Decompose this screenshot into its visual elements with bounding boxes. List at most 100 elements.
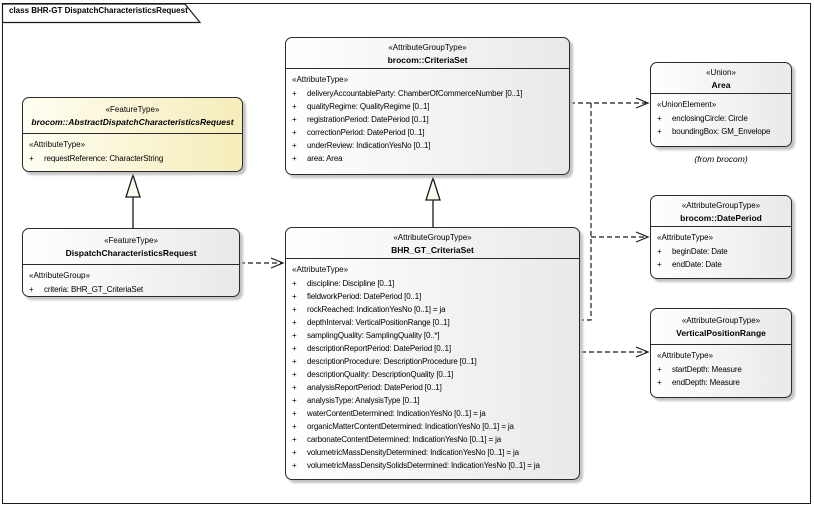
- attribute-text: beginDate: Date: [672, 247, 728, 256]
- generalization-arrow-dispatch-to-abstract: [125, 172, 141, 228]
- visibility-marker: +: [292, 422, 297, 431]
- attribute-row: + registrationPeriod: DatePeriod [0..1]: [286, 113, 566, 126]
- attribute-row: + organicMatterContentDetermined: Indica…: [286, 420, 576, 433]
- attribute-text: depthInterval: VerticalPositionRange [0.…: [307, 318, 450, 327]
- visibility-marker: +: [292, 102, 297, 111]
- attribute-text: requestReference: CharacterString: [44, 154, 164, 163]
- stereotype-label: «Union»: [706, 68, 736, 77]
- class-box-area[interactable]: «Union» Area «UnionElement» + enclosingC…: [650, 62, 792, 147]
- visibility-marker: +: [292, 154, 297, 163]
- attribute-row: + beginDate: Date: [651, 245, 788, 258]
- visibility-marker: +: [292, 115, 297, 124]
- attribute-row: + analysisReportPeriod: DatePeriod [0..1…: [286, 381, 576, 394]
- stereotype-label: «AttributeGroupType»: [681, 316, 761, 325]
- attribute-text: analysisReportPeriod: DatePeriod [0..1]: [307, 383, 442, 392]
- class-box-brocom-date-period[interactable]: «AttributeGroupType» brocom::DatePeriod …: [650, 195, 792, 279]
- visibility-marker: +: [292, 318, 297, 327]
- class-header: «Union» Area: [651, 63, 791, 94]
- attribute-row: + analysisType: AnalysisType [0..1]: [286, 394, 576, 407]
- diagram-title: class BHR-GT DispatchCharacteristicsRequ…: [9, 6, 188, 15]
- class-box-brocom-criteria-set[interactable]: «AttributeGroupType» brocom::CriteriaSet…: [285, 37, 570, 175]
- visibility-marker: +: [292, 396, 297, 405]
- attribute-text: volumetricMassDensityDetermined: Indicat…: [307, 448, 519, 457]
- visibility-marker: +: [657, 114, 662, 123]
- dependency-arrow-to-dateperiod: [591, 231, 650, 243]
- visibility-marker: +: [292, 89, 297, 98]
- attribute-row: + requestReference: CharacterString: [23, 152, 239, 165]
- visibility-marker: +: [292, 370, 297, 379]
- origin-note-area: (from brocom): [694, 154, 748, 164]
- visibility-marker: +: [292, 279, 297, 288]
- generalization-arrow-bhrgt-to-criteriaset: [425, 175, 441, 227]
- class-header: «AttributeGroupType» BHR_GT_CriteriaSet: [286, 228, 579, 259]
- stereotype-label: «AttributeGroupType»: [681, 201, 761, 210]
- class-header: «AttributeGroupType» brocom::CriteriaSet: [286, 38, 569, 69]
- attribute-text: descriptionReportPeriod: DatePeriod [0..…: [307, 344, 452, 353]
- attribute-text: area: Area: [307, 154, 343, 163]
- attribute-text: startDepth: Measure: [672, 365, 742, 374]
- visibility-marker: +: [292, 383, 297, 392]
- class-header: «FeatureType» brocom::AbstractDispatchCh…: [23, 98, 242, 134]
- class-name: DispatchCharacteristicsRequest: [65, 248, 197, 258]
- attribute-row: + underReview: IndicationYesNo [0..1]: [286, 139, 566, 152]
- attribute-row: + depthInterval: VerticalPositionRange […: [286, 316, 576, 329]
- visibility-marker: +: [292, 448, 297, 457]
- section-label: «AttributeType»: [292, 75, 349, 84]
- visibility-marker: +: [292, 344, 297, 353]
- stereotype-label: «AttributeGroupType»: [393, 233, 472, 242]
- class-header: «FeatureType» DispatchCharacteristicsReq…: [23, 229, 239, 265]
- attribute-text: waterContentDetermined: IndicationYesNo …: [307, 409, 486, 418]
- visibility-marker: +: [292, 357, 297, 366]
- attribute-row: + correctionPeriod: DatePeriod [0..1]: [286, 126, 566, 139]
- attribute-row: + boundingBox: GM_Envelope: [651, 125, 788, 138]
- attribute-row: + endDate: Date: [651, 258, 788, 271]
- class-box-bhr-gt-criteria-set[interactable]: «AttributeGroupType» BHR_GT_CriteriaSet …: [285, 227, 580, 480]
- attribute-compartment: «AttributeGroup» + criteria: BHR_GT_Crit…: [23, 265, 239, 296]
- attribute-compartment: «AttributeType» + requestReference: Char…: [23, 134, 242, 165]
- attribute-text: analysisType: AnalysisType [0..1]: [307, 396, 420, 405]
- attribute-text: enclosingCircle: Circle: [672, 114, 748, 123]
- visibility-marker: +: [292, 409, 297, 418]
- attribute-row: + samplingQuality: SamplingQuality [0..*…: [286, 329, 576, 342]
- dependency-arrow-bhrgt-to-verticalpositionrange: [581, 346, 650, 358]
- stereotype-label: «AttributeGroupType»: [388, 43, 467, 52]
- class-name: brocom::DatePeriod: [680, 213, 762, 223]
- attribute-text: carbonateContentDetermined: IndicationYe…: [307, 435, 502, 444]
- visibility-marker: +: [292, 331, 297, 340]
- attribute-row: + descriptionQuality: DescriptionQuality…: [286, 368, 576, 381]
- section-label: «AttributeType»: [657, 233, 714, 242]
- class-box-dispatch-characteristics-request[interactable]: «FeatureType» DispatchCharacteristicsReq…: [22, 228, 240, 297]
- section-label: «AttributeType»: [29, 140, 86, 149]
- attribute-row: + volumetricMassDensitySolidsDetermined:…: [286, 459, 576, 472]
- attribute-row: + deliveryAccountableParty: ChamberOfCom…: [286, 87, 566, 100]
- attribute-row: + volumetricMassDensityDetermined: Indic…: [286, 446, 576, 459]
- visibility-marker: +: [292, 128, 297, 137]
- attribute-text: correctionPeriod: DatePeriod [0..1]: [307, 128, 425, 137]
- section-label: «UnionElement»: [657, 100, 717, 109]
- attribute-compartment: «AttributeType» + deliveryAccountablePar…: [286, 69, 569, 165]
- stereotype-label: «FeatureType»: [105, 105, 160, 114]
- attribute-text: samplingQuality: SamplingQuality [0..*]: [307, 331, 440, 340]
- class-name: Area: [711, 80, 731, 90]
- attribute-text: underReview: IndicationYesNo [0..1]: [307, 141, 431, 150]
- visibility-marker: +: [657, 260, 662, 269]
- attribute-text: rockReached: IndicationYesNo [0..1] = ja: [307, 305, 446, 314]
- class-box-vertical-position-range[interactable]: «AttributeGroupType» VerticalPositionRan…: [650, 308, 792, 398]
- class-box-abstract-dispatch-characteristics-request[interactable]: «FeatureType» brocom::AbstractDispatchCh…: [22, 97, 243, 172]
- class-name: brocom::CriteriaSet: [387, 55, 468, 65]
- attribute-text: volumetricMassDensitySolidsDetermined: I…: [307, 461, 540, 470]
- attribute-text: endDepth: Measure: [672, 378, 740, 387]
- visibility-marker: +: [292, 461, 297, 470]
- visibility-marker: +: [29, 154, 34, 163]
- dependency-arrow-dispatch-to-bhrgt: [240, 257, 285, 269]
- visibility-marker: +: [292, 435, 297, 444]
- attribute-row: + endDepth: Measure: [651, 376, 788, 389]
- visibility-marker: +: [292, 292, 297, 301]
- section-label: «AttributeType»: [657, 351, 714, 360]
- attribute-text: organicMatterContentDetermined: Indicati…: [307, 422, 514, 431]
- visibility-marker: +: [657, 365, 662, 374]
- visibility-marker: +: [292, 141, 297, 150]
- attribute-row: + descriptionProcedure: DescriptionProce…: [286, 355, 576, 368]
- attribute-compartment: «UnionElement» + enclosingCircle: Circle…: [651, 94, 791, 138]
